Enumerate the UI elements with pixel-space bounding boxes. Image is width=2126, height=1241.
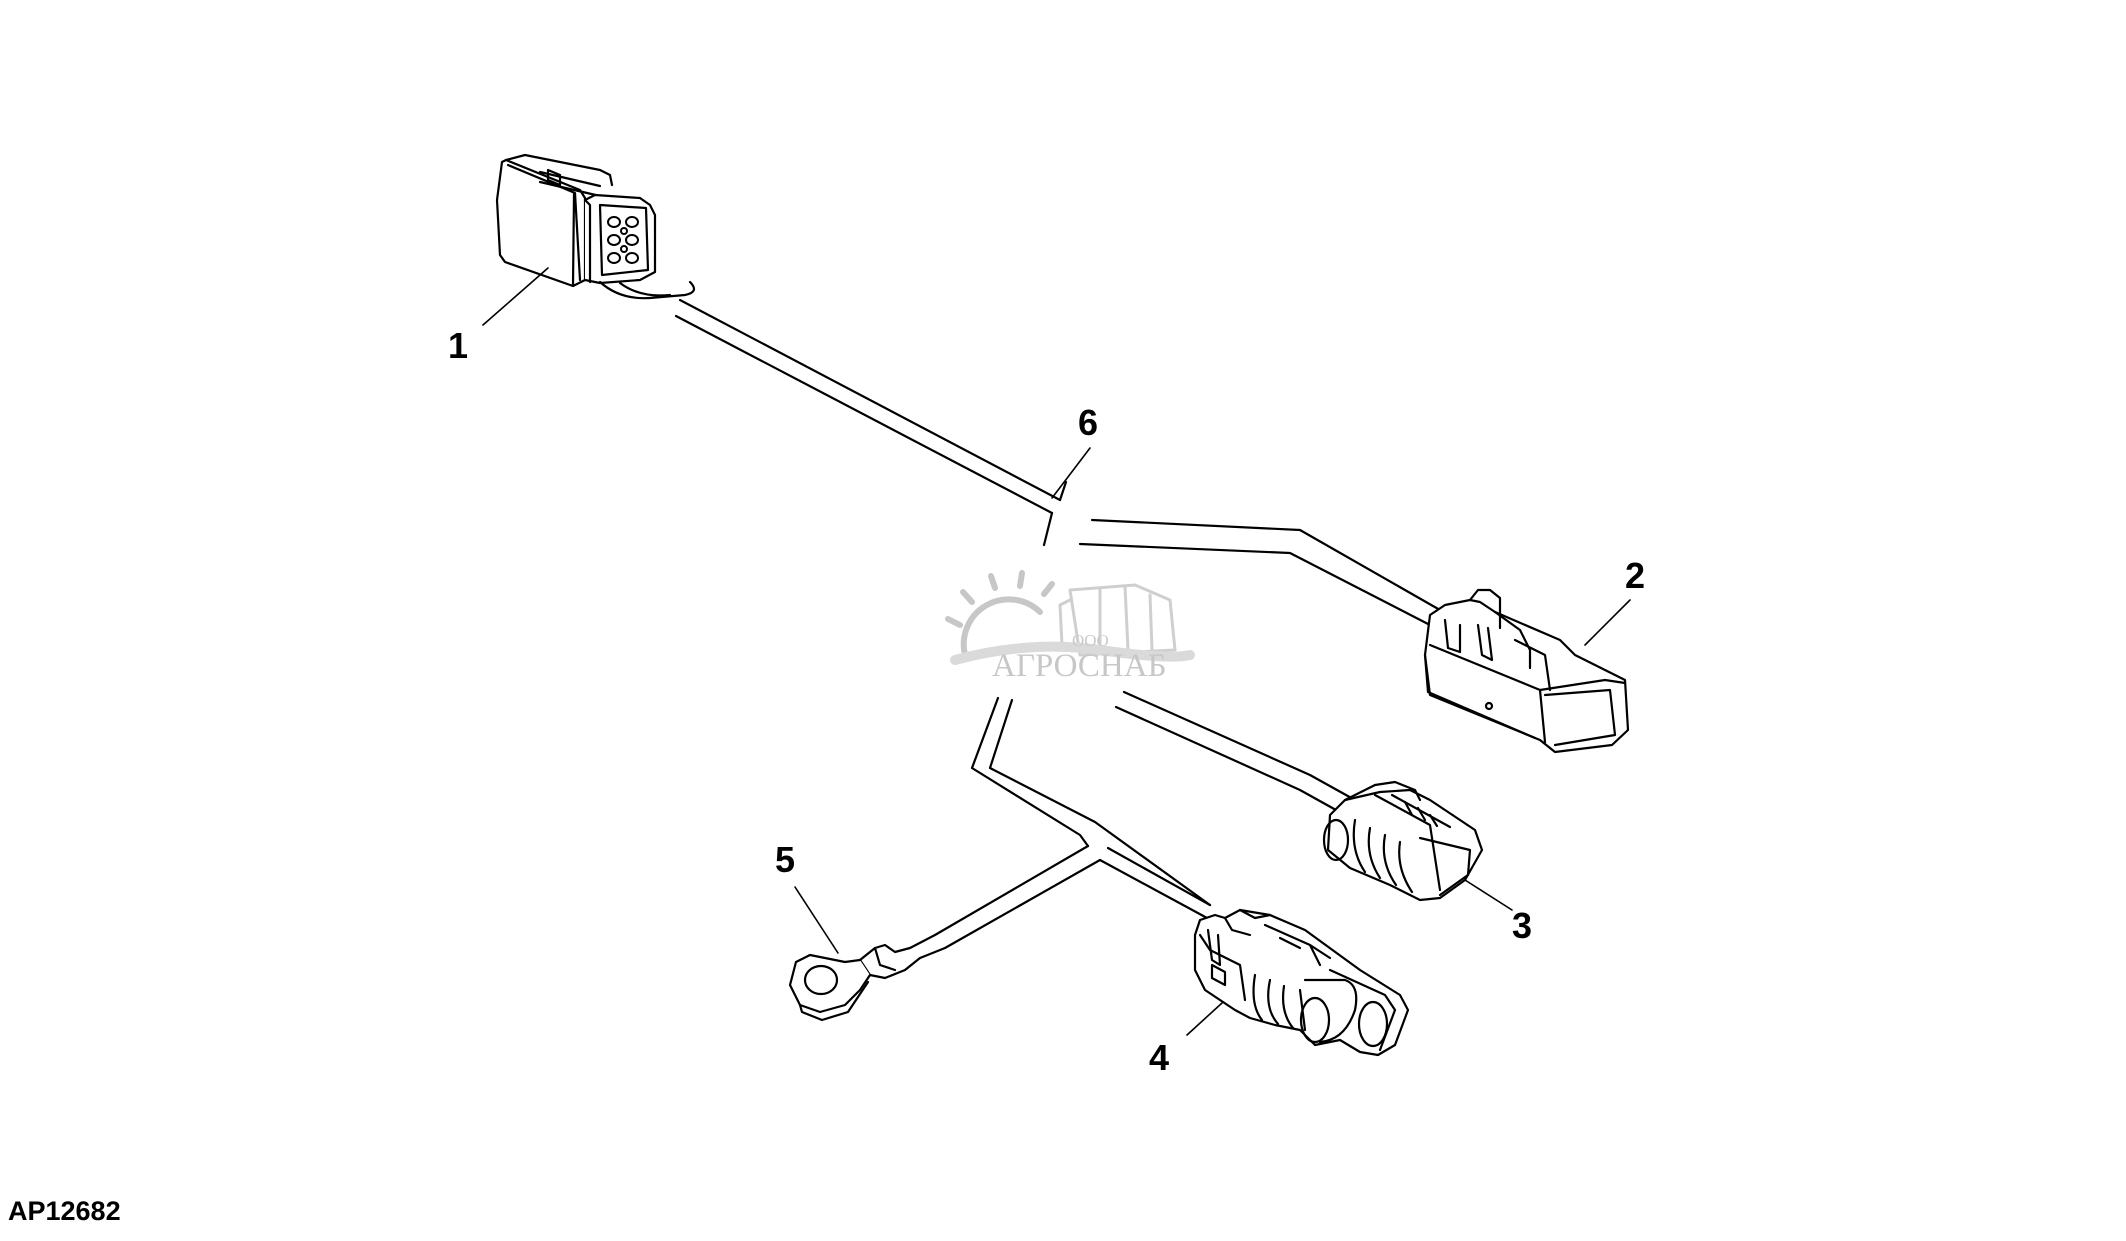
callout-6: 6 [1078, 402, 1099, 443]
leader-4 [1186, 1002, 1223, 1036]
branch-to-connector-3 [1114, 690, 1357, 817]
leader-1 [482, 267, 549, 326]
harness-trunk [674, 298, 1068, 547]
branch-to-lower-junction [908, 696, 1222, 960]
callout-2: 2 [1625, 555, 1646, 596]
connector-3 [1322, 780, 1484, 902]
swoosh-icon [950, 641, 1195, 665]
callout-1: 1 [448, 325, 469, 366]
connector-1-eight-pin [495, 153, 696, 300]
connector-2 [1423, 588, 1630, 754]
pin-holes [607, 216, 639, 264]
branch-to-connector-2 [1078, 518, 1442, 627]
leader-2 [1584, 599, 1631, 646]
leader-3 [1464, 879, 1513, 911]
gear-icon [945, 570, 1055, 658]
callout-4: 4 [1149, 1037, 1170, 1078]
watermark-logo: ООО АГРОСНАБ [945, 570, 1195, 684]
connector-4 [1193, 908, 1410, 1057]
watermark-small-text: ООО [1072, 631, 1109, 650]
watermark-brand-text: АГРОСНАБ [992, 648, 1167, 684]
terminal-5-ring [788, 943, 922, 1022]
callout-3: 3 [1512, 905, 1533, 946]
leader-lines [482, 267, 1631, 1036]
leader-6 [1051, 447, 1091, 499]
callout-5: 5 [775, 839, 796, 880]
figure-id: AP12682 [8, 1196, 121, 1226]
leader-5 [794, 886, 839, 954]
